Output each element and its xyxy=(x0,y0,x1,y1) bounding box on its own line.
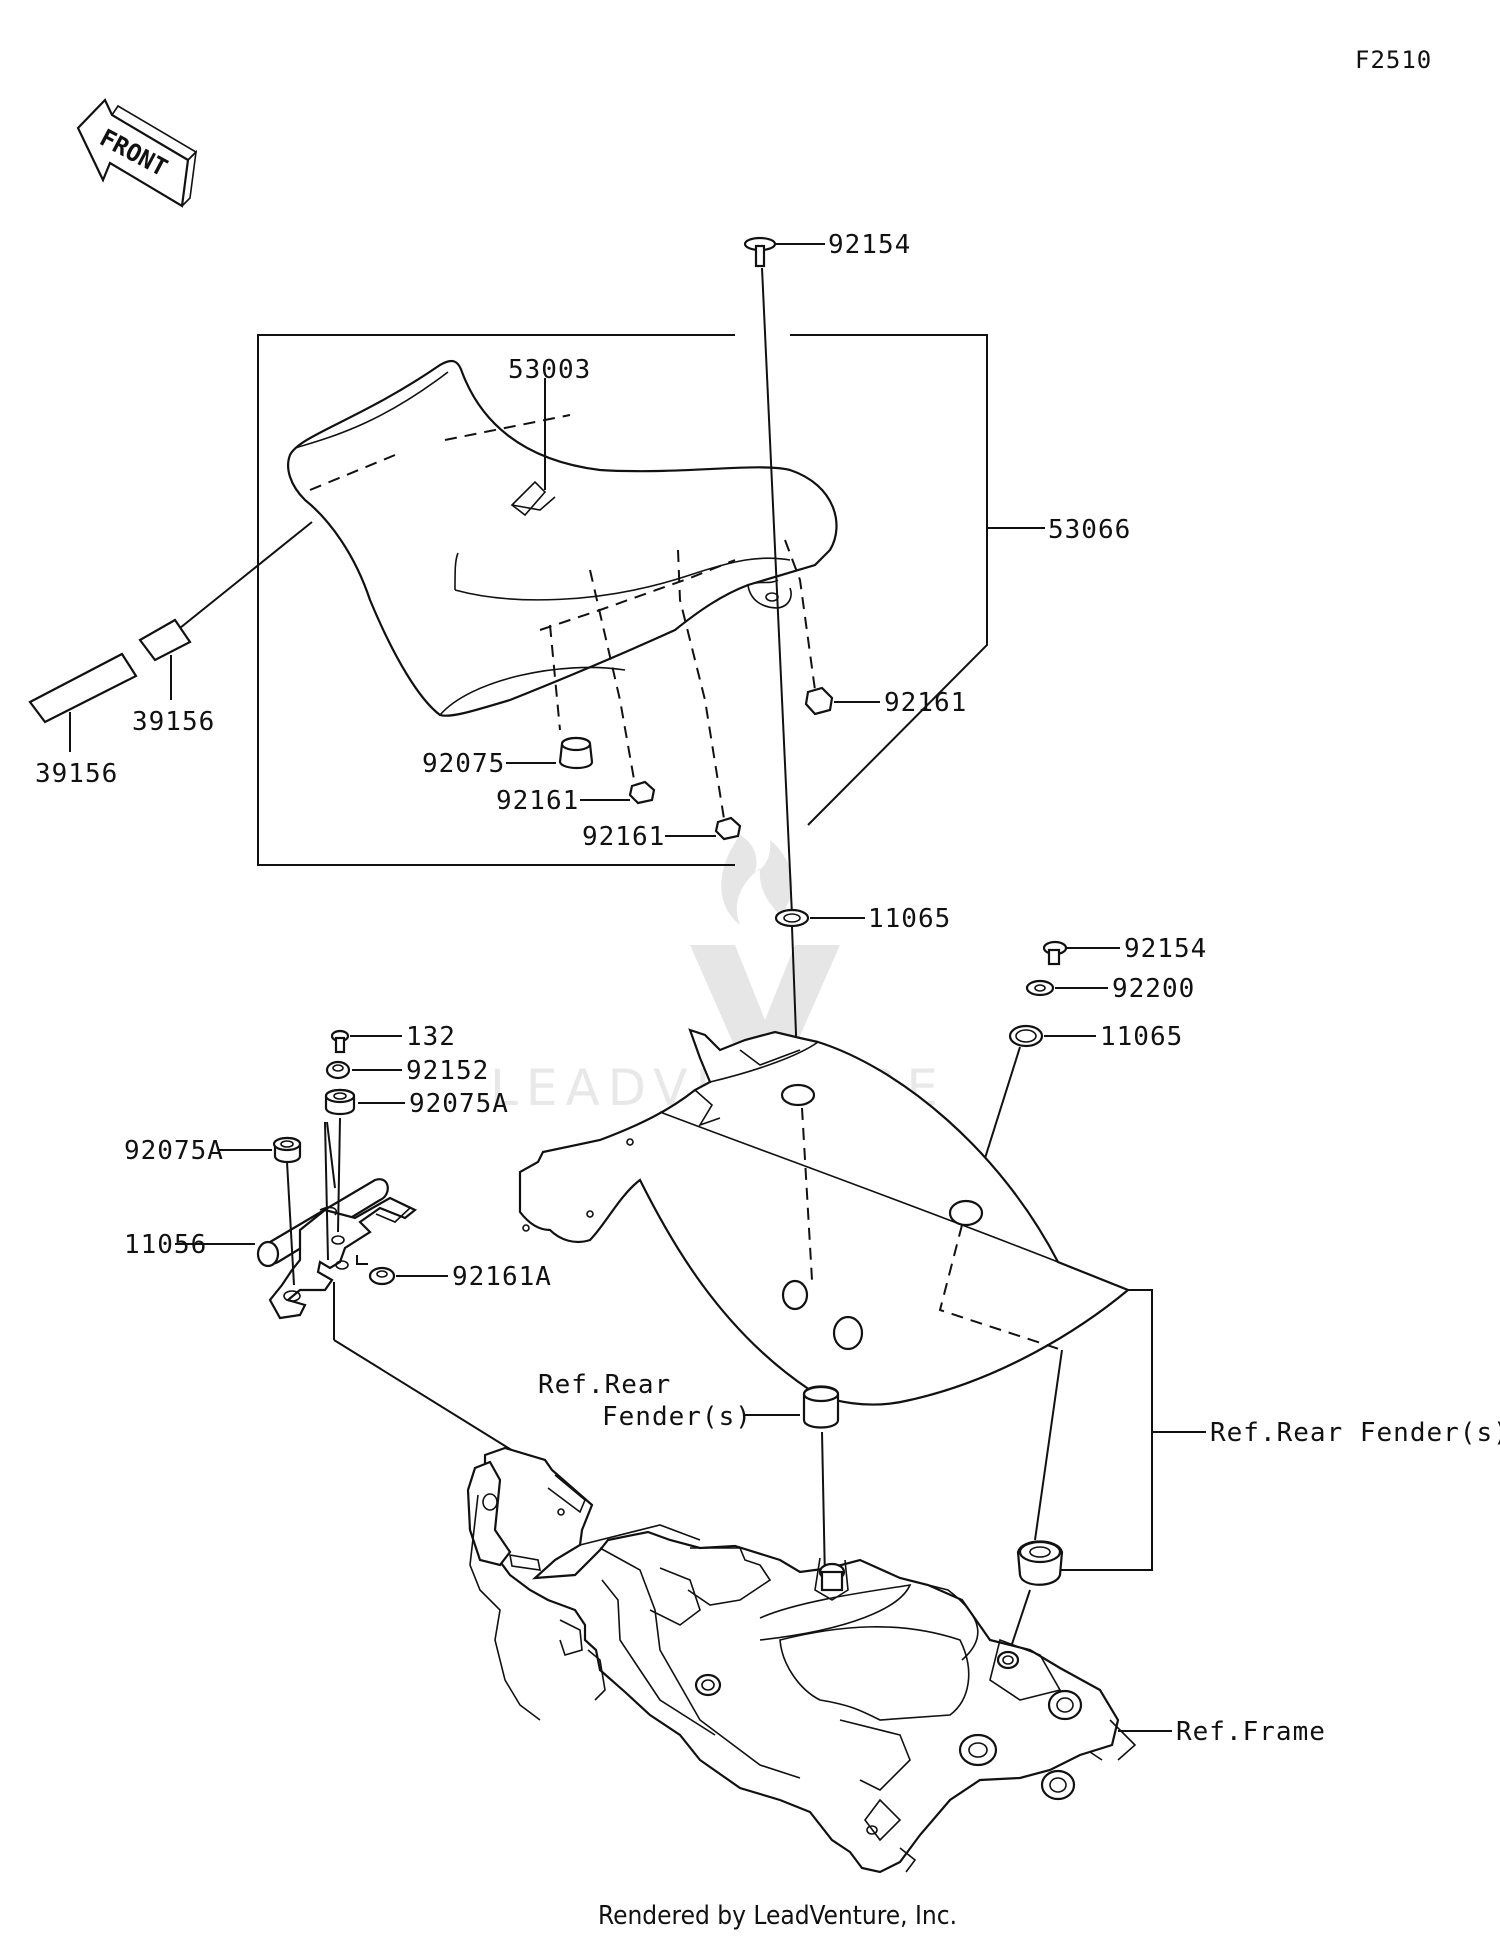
footer-credit: Rendered by LeadVenture, Inc. xyxy=(598,1901,957,1931)
bracket-11056-part: 11056 xyxy=(124,1178,418,1320)
bolt-132: 132 xyxy=(330,1022,456,1054)
nut-92161A: 92161A xyxy=(368,1262,552,1292)
label-39156-b: 39156 xyxy=(132,707,215,737)
label-132: 132 xyxy=(406,1022,456,1052)
label-92075A-a: 92075A xyxy=(409,1089,509,1119)
label-92200: 92200 xyxy=(1112,974,1195,1004)
dash-92161-right xyxy=(784,539,816,691)
bolt-axis-line xyxy=(761,267,793,916)
diagram-code: F2510 xyxy=(1355,46,1432,74)
label-11065-mid: 11065 xyxy=(868,904,951,934)
label-92154-top: 92154 xyxy=(828,230,911,260)
rubber-92075: 92075 xyxy=(422,736,594,779)
nut-92161-mid: 92161 xyxy=(496,780,656,816)
bolt-92154-right: 92154 xyxy=(1042,934,1207,966)
label-92154-right: 92154 xyxy=(1124,934,1207,964)
label-92161A: 92161A xyxy=(452,1262,552,1292)
seat-part xyxy=(287,359,838,717)
nut-92161-right: 92161 xyxy=(804,686,967,718)
washer-11065-right: 11065 xyxy=(1008,1022,1183,1052)
label-92075: 92075 xyxy=(422,749,505,779)
label-53066: 53066 xyxy=(1048,515,1131,545)
label-92152: 92152 xyxy=(406,1056,489,1086)
rubber-92075A-upper: 92075A xyxy=(324,1088,509,1119)
ref-rear-fender-right: Ref.Rear Fender(s) xyxy=(1034,1289,1500,1571)
dash-92161-mid xyxy=(589,569,636,786)
washer-11065-mid: 11065 xyxy=(774,904,951,934)
dash-fender-right xyxy=(938,1224,1063,1351)
rubber-92075A-left: 92075A xyxy=(124,1136,302,1166)
label-92075A-b: 92075A xyxy=(124,1136,224,1166)
rear-fender-part xyxy=(518,1028,1131,1406)
dash-92075 xyxy=(549,624,561,731)
label-92161-right: 92161 xyxy=(884,688,967,718)
nut-92152: 92152 xyxy=(325,1056,489,1086)
tape-39156: 39156 39156 xyxy=(28,521,313,789)
washer-92200: 92200 xyxy=(1025,974,1195,1004)
ref-rear-fender-left: Ref.Rear Fender(s) xyxy=(538,1370,840,1581)
bolt-92154-top: 92154 xyxy=(743,230,911,268)
label-ref-rear-left-1: Ref.Rear xyxy=(538,1370,671,1400)
label-53003: 53003 xyxy=(508,355,591,385)
label-ref-frame: Ref.Frame xyxy=(1176,1717,1326,1747)
label-92161-mid: 92161 xyxy=(496,786,579,816)
label-92161-low: 92161 xyxy=(582,822,665,852)
frame-part xyxy=(466,1446,1137,1874)
dash-fender-center xyxy=(801,1107,813,1281)
nut-92161-low: 92161 xyxy=(582,816,742,852)
seat-assembly-bracket xyxy=(257,334,1045,866)
dash-92161-low xyxy=(677,549,726,826)
label-ref-rear-left-2: Fender(s) xyxy=(602,1402,752,1432)
label-ref-rear-fender-right: Ref.Rear Fender(s) xyxy=(1210,1418,1500,1448)
label-39156-a: 39156 xyxy=(35,759,118,789)
front-arrow-icon: FRONT xyxy=(76,98,198,208)
rubber-bushing-right xyxy=(1009,1540,1064,1651)
label-11065-right: 11065 xyxy=(1100,1022,1183,1052)
label-11056: 11056 xyxy=(124,1230,207,1260)
